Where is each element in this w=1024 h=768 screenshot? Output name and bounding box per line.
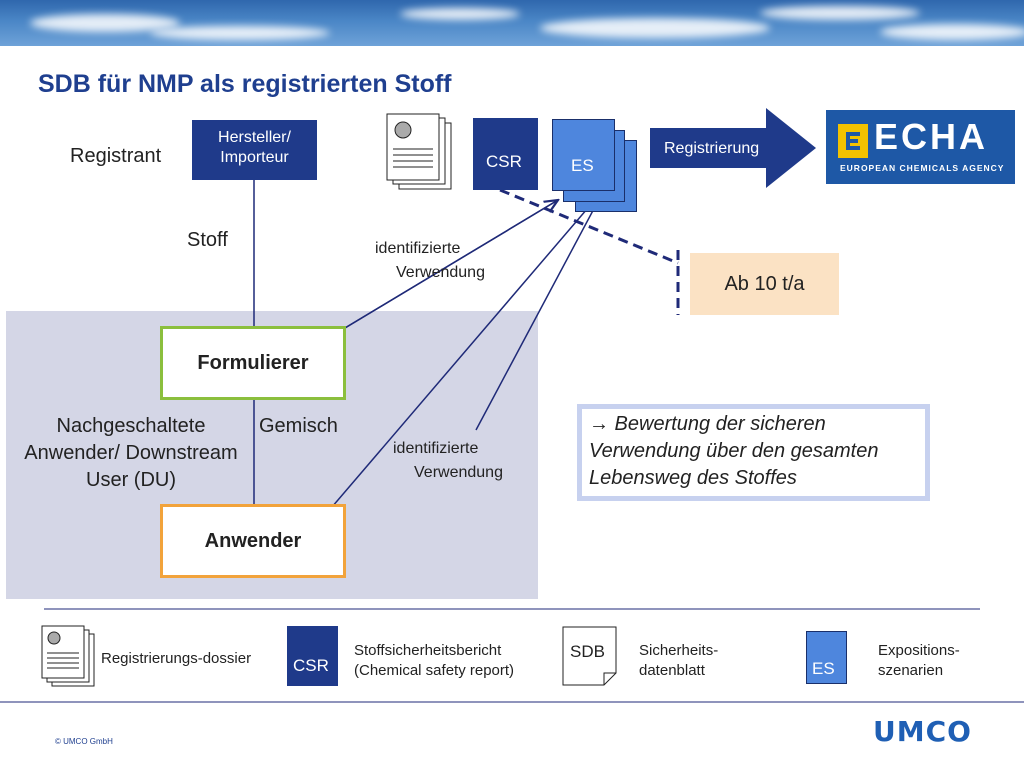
copyright-text: © UMCO GmbH: [55, 737, 113, 746]
legend-dossier-label: Registrierungs-dossier: [101, 650, 252, 667]
csr-document-icon: CSR: [473, 118, 538, 190]
gemisch-label: Gemisch: [259, 415, 338, 437]
legend-sdb-icon: [562, 626, 617, 686]
evaluation-line1: → Bewertung der sicheren: [589, 413, 826, 435]
legend-dossier-icon: [41, 625, 95, 687]
anwender-box: Anwender: [160, 504, 346, 578]
identified-use-bottom-line1: identifizierte: [393, 440, 479, 457]
registrierung-label: Registrierung: [664, 140, 760, 157]
downstream-line1: Nachgeschaltete: [56, 415, 206, 437]
legend-es-icon: ES: [806, 631, 847, 684]
legend-csr-icon-label: CSR: [293, 656, 329, 675]
legend-csr-icon: CSR: [287, 626, 338, 686]
hersteller-line1: Hersteller/: [218, 129, 291, 146]
legend-sdb-line2: datenblatt: [639, 662, 705, 679]
echa-logo: ECHA EUROPEAN CHEMICALS AGENCY: [826, 110, 1015, 184]
echa-emblem-icon: [838, 124, 868, 158]
dossier-stack-icon: [386, 113, 452, 190]
tonnage-threshold-box: Ab 10 t/a: [690, 253, 839, 315]
es-label: ES: [571, 156, 594, 175]
downstream-line2: Anwender/ Downstream: [24, 442, 238, 464]
evaluation-line2: Verwendung über den gesamten: [589, 440, 879, 462]
evaluation-callout: → Bewertung der sicheren Verwendung über…: [577, 404, 930, 501]
csr-label: CSR: [486, 152, 522, 171]
echa-name: ECHA: [874, 116, 989, 157]
identified-use-bottom-line2: Verwendung: [414, 464, 503, 481]
arrow-to-anwender: [320, 187, 606, 521]
evaluation-line3: Lebensweg des Stoffes: [589, 467, 797, 489]
arrow-to-es-bottom: [475, 188, 605, 431]
stoff-label: Stoff: [187, 229, 228, 251]
registrierung-arrow: [650, 108, 816, 188]
legend-sdb-icon-label: SDB: [570, 642, 605, 661]
downstream-user-label: Nachgeschaltete Anwender/ Downstream Use…: [0, 413, 262, 494]
downstream-line3: User (DU): [86, 469, 176, 491]
legend-es-line1: Expositions-: [878, 642, 960, 659]
identified-use-top-line2: Verwendung: [396, 264, 485, 281]
hersteller-box: Hersteller/ Importeur: [192, 120, 317, 180]
legend-es-text: Expositions- szenarien: [878, 641, 960, 681]
page-title: SDB für NMP als registrierten Stoff: [38, 70, 452, 98]
hersteller-line2: Importeur: [220, 149, 289, 166]
umco-logo: UMCO: [873, 715, 972, 748]
formulierer-box: Formulierer: [160, 326, 346, 400]
dashed-bracket-line: [499, 188, 679, 265]
echa-subtitle: EUROPEAN CHEMICALS AGENCY: [840, 163, 1005, 173]
legend-sdb-text: Sicherheits- datenblatt: [639, 641, 718, 681]
identified-use-top-line1: identifizierte: [375, 240, 461, 257]
legend-csr-text: Stoffsicherheitsbericht (Chemical safety…: [354, 641, 514, 681]
registrant-label: Registrant: [70, 145, 162, 167]
legend-es-icon-label: ES: [812, 659, 835, 678]
arrow-to-es-top: [319, 200, 558, 344]
header-sky-banner: [0, 0, 1024, 46]
legend-csr-line2: (Chemical safety report): [354, 662, 515, 679]
legend-sdb-line1: Sicherheits-: [639, 642, 719, 659]
legend-es-line2: szenarien: [878, 662, 944, 679]
es-document-icon: ES: [552, 119, 615, 191]
legend-csr-line1: Stoffsicherheitsbericht: [354, 642, 502, 659]
